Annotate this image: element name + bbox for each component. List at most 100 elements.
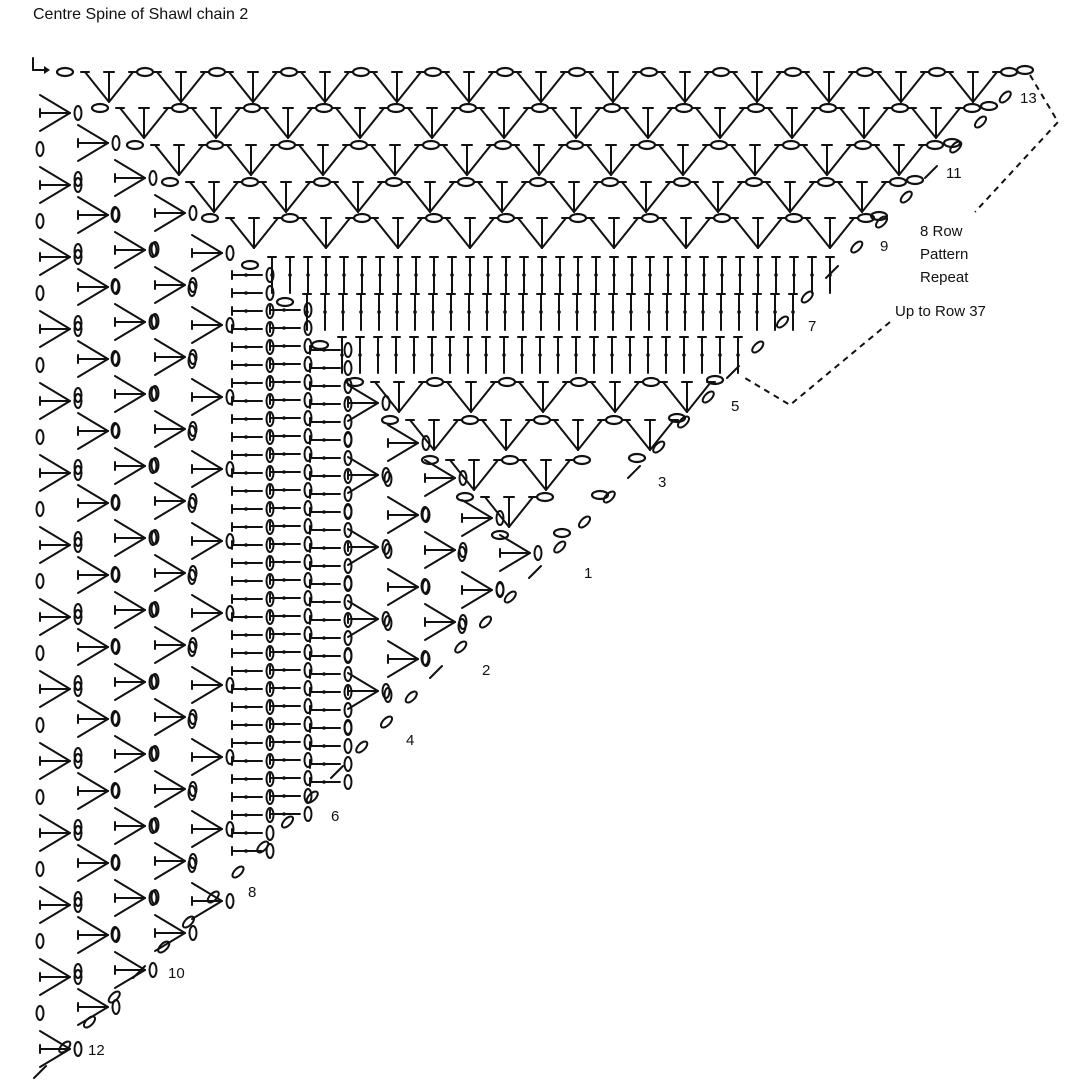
chain-stitch-icon [73, 321, 83, 337]
edge-chain-icon [379, 715, 394, 729]
chain-stitch-icon [303, 608, 313, 624]
chain-stitch-icon [641, 376, 661, 388]
chain-stitch-icon [225, 389, 235, 405]
chain-stitch-icon [73, 531, 83, 547]
edge-chain-icon [553, 540, 567, 554]
treble-stitch-icon [322, 348, 326, 352]
side-cluster-icon [461, 499, 493, 519]
v-cluster-icon [682, 144, 708, 176]
treble-stitch-icon [520, 353, 524, 357]
v-cluster-icon [154, 144, 180, 176]
chain-stitch-icon [160, 176, 180, 188]
v-cluster-icon [791, 107, 817, 139]
chain-stitch-icon [712, 212, 732, 224]
v-cluster-icon [446, 381, 472, 413]
v-cluster-icon [335, 107, 361, 139]
v-cluster-icon [180, 71, 206, 103]
treble-stitch-icon [322, 510, 326, 514]
side-cluster-icon [39, 976, 71, 996]
side-cluster-icon [347, 546, 379, 566]
edge-chain-icon [602, 490, 616, 504]
side-cluster-icon [114, 825, 146, 845]
chain-stitch-icon [343, 774, 353, 790]
side-cluster-icon [347, 690, 379, 710]
chain-stitch-icon [343, 719, 353, 735]
side-cluster-icon [347, 672, 379, 692]
edge-chain-icon [355, 740, 369, 754]
v-cluster-icon [156, 71, 182, 103]
side-cluster-icon [424, 477, 456, 497]
chain-stitch-icon [73, 891, 83, 907]
edge-stitch-icon [627, 465, 641, 479]
side-cluster-icon [387, 658, 419, 678]
treble-stitch-icon [244, 687, 248, 691]
side-cluster-icon [77, 286, 109, 306]
side-cluster-icon [114, 321, 146, 341]
side-cluster-icon [39, 688, 71, 708]
edge-chain-icon [701, 390, 715, 404]
treble-stitch-icon [720, 273, 724, 277]
treble-stitch-icon [773, 310, 777, 314]
side-cluster-icon [154, 716, 186, 736]
chain-stitch-icon [383, 471, 393, 487]
chain-stitch-icon [600, 176, 620, 188]
side-cluster-icon [154, 572, 186, 592]
treble-stitch-icon [282, 794, 286, 798]
chain-stitch-icon [460, 414, 480, 426]
side-cluster-icon [424, 549, 456, 569]
side-cluster-icon [154, 482, 186, 502]
v-cluster-icon [805, 217, 831, 249]
chain-stitch-icon [73, 681, 83, 697]
v-cluster-icon [178, 144, 204, 176]
chain-stitch-icon [381, 539, 391, 555]
treble-stitch-icon [322, 672, 326, 676]
chain-stitch-icon [303, 446, 313, 462]
v-cluster-icon [359, 107, 385, 139]
treble-stitch-icon [791, 310, 795, 314]
treble-stitch-icon [630, 273, 634, 277]
treble-stitch-icon [576, 273, 580, 277]
side-cluster-icon [77, 502, 109, 522]
side-cluster-icon [191, 810, 223, 830]
treble-stitch-icon [322, 546, 326, 550]
treble-stitch-icon [282, 506, 286, 510]
chain-stitch-icon [73, 675, 83, 691]
v-cluster-icon [948, 71, 974, 103]
row-label-13: 13 [1020, 90, 1037, 107]
chain-stitch-icon [35, 645, 45, 661]
chain-stitch-icon [265, 825, 275, 841]
v-cluster-icon [693, 181, 719, 213]
v-cluster-icon [623, 107, 649, 139]
chain-stitch-icon [552, 527, 572, 539]
side-cluster-icon [39, 1030, 71, 1050]
chain-stitch-icon [383, 543, 393, 559]
side-cluster-icon [39, 526, 71, 546]
side-cluster-icon [114, 537, 146, 557]
treble-stitch-icon [282, 776, 286, 780]
treble-stitch-icon [718, 353, 722, 357]
side-cluster-icon [154, 860, 186, 880]
treble-stitch-icon [244, 849, 248, 853]
treble-stitch-icon [244, 489, 248, 493]
v-cluster-icon [405, 181, 431, 213]
v-cluster-icon [301, 217, 327, 249]
chain-stitch-icon [150, 601, 160, 617]
chain-stitch-icon [746, 102, 766, 114]
side-cluster-icon [387, 424, 419, 444]
treble-stitch-icon [282, 488, 286, 492]
side-cluster-icon [77, 772, 109, 792]
side-cluster-icon [191, 522, 223, 542]
repeat-bracket-line [974, 74, 1060, 213]
chain-stitch-icon [35, 213, 45, 229]
chain-stitch-icon [73, 609, 83, 625]
v-cluster-icon [505, 419, 531, 451]
chain-stitch-icon [639, 66, 659, 78]
treble-stitch-icon [244, 723, 248, 727]
v-cluster-icon [503, 107, 529, 139]
chain-stitch-icon [343, 702, 353, 718]
chain-stitch-icon [569, 376, 589, 388]
chain-stitch-icon [303, 356, 313, 372]
treble-stitch-icon [282, 686, 286, 690]
side-cluster-icon [499, 534, 531, 554]
v-cluster-icon [649, 419, 675, 451]
